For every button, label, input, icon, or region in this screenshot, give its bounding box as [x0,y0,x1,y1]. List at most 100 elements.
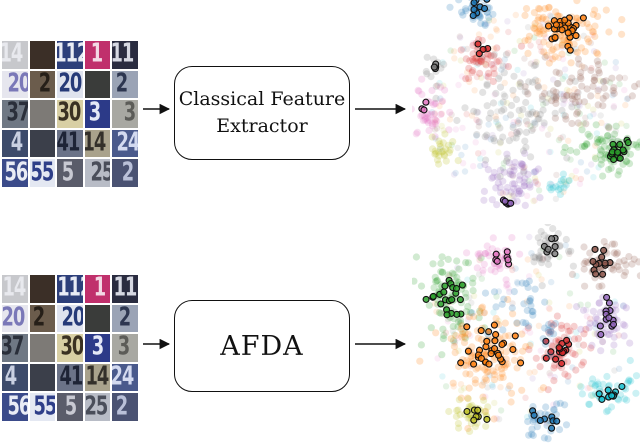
embedding-point [631,82,639,90]
embedding-point [525,322,533,330]
embedding-point [475,31,483,38]
embedding-point [565,247,573,255]
embedding-point [428,120,436,128]
embedding-point [597,112,604,119]
embedding-point [453,406,461,415]
embedding-point-highlighted [599,270,607,278]
embedding-point [516,37,523,45]
digit-image-tile: 2 [29,304,56,333]
embedding-point [563,358,571,366]
embedding-point [583,168,591,175]
embedding-point [589,392,597,400]
embedding-point [556,180,564,188]
embedding-point-highlighted [456,296,464,304]
embedding-point [599,380,607,388]
embedding-point [580,265,588,273]
embedding-point [489,134,498,142]
embedding-point [499,190,506,197]
embedding-point [530,119,537,127]
embedding-point [623,122,630,130]
embedding-point [547,372,554,379]
embedding-point [588,28,596,36]
embedding-point [533,29,541,37]
embedding-point [550,321,558,329]
embedding-point [435,148,443,156]
embedding-point [439,59,446,66]
digit-image-tile: 14 [2,275,28,303]
embedding-point [555,54,562,62]
embedding-point [457,394,465,402]
embedding-point [452,277,460,285]
embedding-point [477,57,485,65]
embedding-point [580,98,588,106]
embedding-point [526,329,534,336]
digit-image-text: 112 [57,41,83,69]
embedding-point [593,135,601,143]
embedding-point [583,20,591,28]
embedding-point [599,78,608,86]
embedding-point [458,330,466,338]
embedding-point [510,72,518,80]
embedding-point [445,149,453,157]
embedding-point [549,406,558,414]
embedding-point [417,112,425,120]
embedding-point [559,133,567,140]
embedding-point-highlighted [592,270,600,278]
embedding-point [610,104,617,111]
embedding-point [531,368,538,376]
embedding-point [507,398,515,406]
embedding-point [515,80,523,88]
embedding-point [553,171,560,179]
embedding-point [422,67,430,76]
embedding-point [490,70,498,78]
embedding-point [482,422,490,430]
embedding-point [418,90,426,99]
embedding-point-highlighted [610,155,618,164]
embedding-point-highlighted [420,106,428,114]
embedding-point [506,167,514,175]
embedding-point [482,376,490,384]
embedding-point [453,116,461,125]
embedding-point [536,363,544,371]
embedding-point [531,19,539,28]
embedding-point [532,177,540,185]
embedding-point [490,376,498,384]
embedding-point [476,256,483,264]
digit-image-tile: 30 [57,334,83,362]
embedding-point [477,58,486,66]
embedding-point [481,375,489,383]
embedding-point [533,423,541,431]
embedding-point [570,40,578,48]
embedding-point [545,41,553,49]
embedding-point-highlighted [551,33,559,42]
embedding-point [596,145,604,154]
embedding-point-highlighted [616,154,624,162]
embedding-point [536,254,544,262]
embedding-point [580,64,589,72]
embedding-point-highlighted [624,139,632,147]
embedding-point [546,351,554,359]
embedding-point [515,187,523,195]
embedding-point [464,330,472,338]
embedding-point [540,38,548,46]
embedding-point [595,85,602,93]
embedding-point [614,171,622,179]
embedding-point [630,255,638,263]
digit-image-tile: 37 [2,100,28,128]
embedding-point [488,196,496,204]
embedding-point [592,121,600,129]
digit-image-text: 3 [123,100,135,128]
embedding-point [555,426,564,434]
embedding-point [610,84,618,92]
embedding-point [571,77,579,85]
embedding-point [592,142,599,149]
embedding-point [610,341,618,349]
embedding-point [425,126,433,135]
embedding-point [615,332,622,339]
embedding-point [462,289,470,297]
embedding-point [521,137,529,145]
embedding-point-highlighted [487,350,495,358]
embedding-point [614,262,622,271]
embedding-point [609,87,617,95]
embedding-point [566,78,574,86]
